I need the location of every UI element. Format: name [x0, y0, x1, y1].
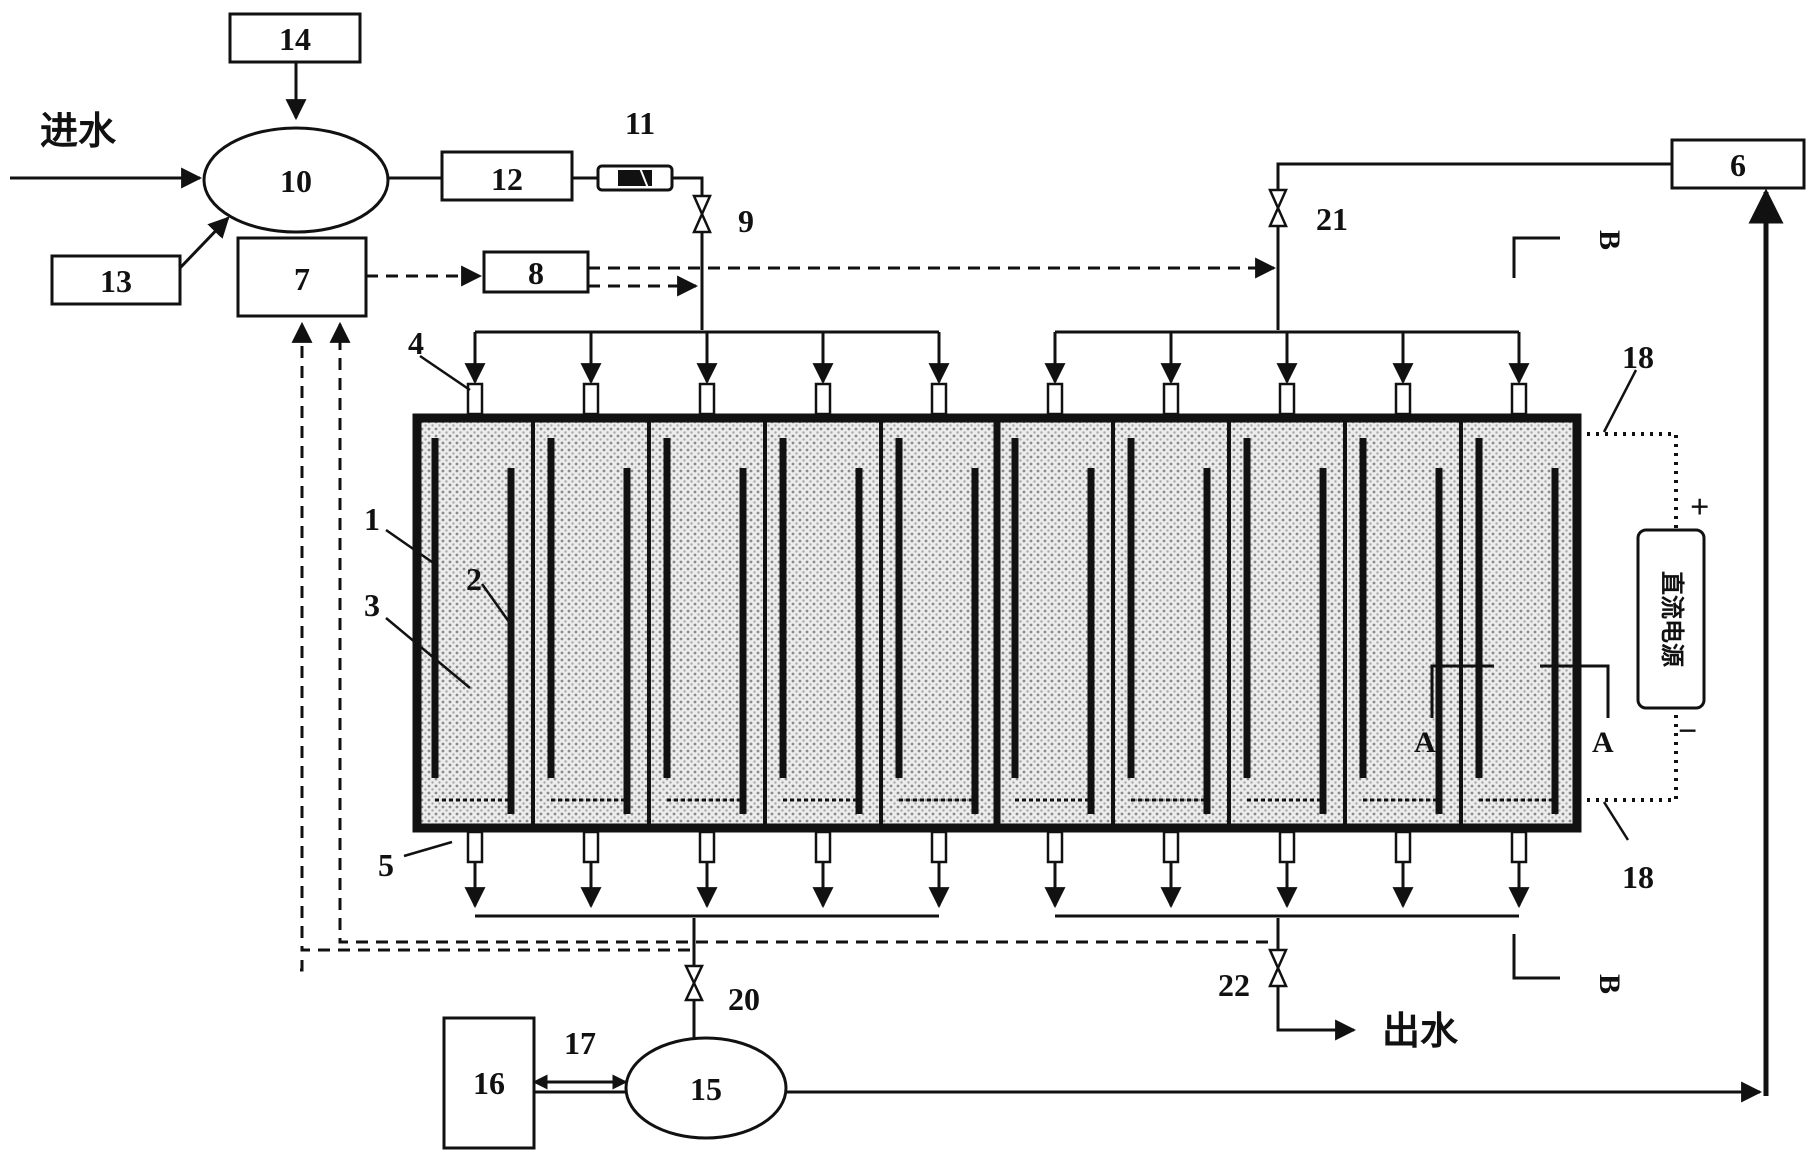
line-13-10 [178, 216, 230, 270]
section-b-bottom [1512, 934, 1560, 980]
label-17: 17 [564, 1025, 596, 1061]
label-11: 11 [625, 105, 655, 141]
inlet-nozzle [1046, 382, 1064, 416]
inlet-nozzle [930, 382, 948, 416]
leader-5 [403, 840, 453, 858]
valve-9-icon [692, 194, 712, 234]
outlet-nozzle [930, 830, 948, 864]
line-6-valve21 [1276, 162, 1672, 190]
section-b-top [1512, 236, 1560, 278]
label-1: 1 [364, 501, 380, 537]
label-13: 13 [100, 263, 132, 299]
inlet-nozzle [1510, 382, 1528, 416]
section-a-left-label: A [1414, 726, 1436, 759]
label-2: 2 [466, 561, 482, 597]
line-11-valve9 [672, 176, 704, 196]
plus-sign: + [1690, 489, 1709, 526]
inlet-nozzle [466, 382, 484, 416]
power-wire-bottom [1578, 704, 1678, 802]
outlet-nozzle [814, 830, 832, 864]
box-6 [1670, 138, 1806, 190]
inlet-label: 进水 [40, 109, 117, 153]
bottom-manifolds [464, 830, 1530, 918]
label-6: 6 [1730, 147, 1746, 183]
power-wire-top [1578, 432, 1678, 534]
leader-1 [385, 528, 433, 564]
outlet-nozzle [1278, 830, 1296, 864]
label-3: 3 [364, 587, 380, 623]
outlet-line [1276, 986, 1357, 1041]
outlet-nozzle [1510, 830, 1528, 864]
leader-3 [385, 617, 471, 689]
section-b-bottom-label: B [1593, 974, 1626, 994]
label-10: 10 [280, 163, 312, 199]
dc-power-supply-label: 直流电源 [1658, 571, 1686, 667]
box-8 [482, 250, 590, 294]
label-20: 20 [728, 981, 760, 1017]
valve-20-icon [684, 964, 704, 1002]
minus-sign: − [1678, 713, 1697, 750]
outlet-nozzle [698, 830, 716, 864]
outlet-nozzle [1394, 830, 1412, 864]
leader-18-top [1602, 369, 1638, 433]
leader-18-bottom [1602, 801, 1630, 841]
label-18-top: 18 [1622, 339, 1654, 375]
leader-4 [419, 354, 471, 392]
label-21: 21 [1316, 201, 1348, 237]
outlet-nozzle [1046, 830, 1064, 864]
label-18-bottom: 18 [1622, 859, 1654, 895]
inlet-nozzle [698, 382, 716, 416]
box-12 [440, 150, 574, 202]
label-7: 7 [294, 261, 310, 297]
label-22: 22 [1218, 967, 1250, 1003]
outlet-nozzle [582, 830, 600, 864]
outlet-nozzle [466, 830, 484, 864]
section-a-right [1540, 664, 1610, 718]
outlet-label: 出水 [1382, 1009, 1459, 1053]
label-4: 4 [408, 325, 424, 361]
label-14: 14 [279, 21, 311, 57]
inlet-nozzle [1394, 382, 1412, 416]
leader-2 [480, 583, 514, 627]
dc-power-supply [1636, 528, 1706, 710]
section-a-left [1430, 664, 1494, 718]
flowmeter-11-icon [596, 164, 674, 192]
section-a-right-label: A [1592, 726, 1614, 759]
outlet-nozzle [1162, 830, 1180, 864]
inlet-nozzle [582, 382, 600, 416]
label-15: 15 [690, 1071, 722, 1107]
label-9: 9 [738, 203, 754, 239]
mixing-tank-10 [202, 126, 390, 234]
signal-return-inner [329, 321, 1268, 944]
signal-return-outer [291, 321, 690, 952]
inlet-nozzle [1278, 382, 1296, 416]
valve-22-icon [1268, 948, 1288, 988]
signal-return-outer-arrow [292, 960, 304, 972]
label-16: 16 [473, 1065, 505, 1101]
section-b-top-label: B [1593, 230, 1626, 250]
box-14 [228, 12, 362, 64]
label-5: 5 [378, 847, 394, 883]
inlet-nozzle [814, 382, 832, 416]
box-16 [442, 1016, 536, 1150]
inlet-nozzle [1162, 382, 1180, 416]
label-12: 12 [491, 161, 523, 197]
label-8: 8 [528, 255, 544, 291]
reactor-internals [431, 418, 1559, 828]
valve-21-icon [1268, 188, 1288, 228]
box-13 [50, 254, 182, 306]
top-manifolds [464, 330, 1530, 416]
